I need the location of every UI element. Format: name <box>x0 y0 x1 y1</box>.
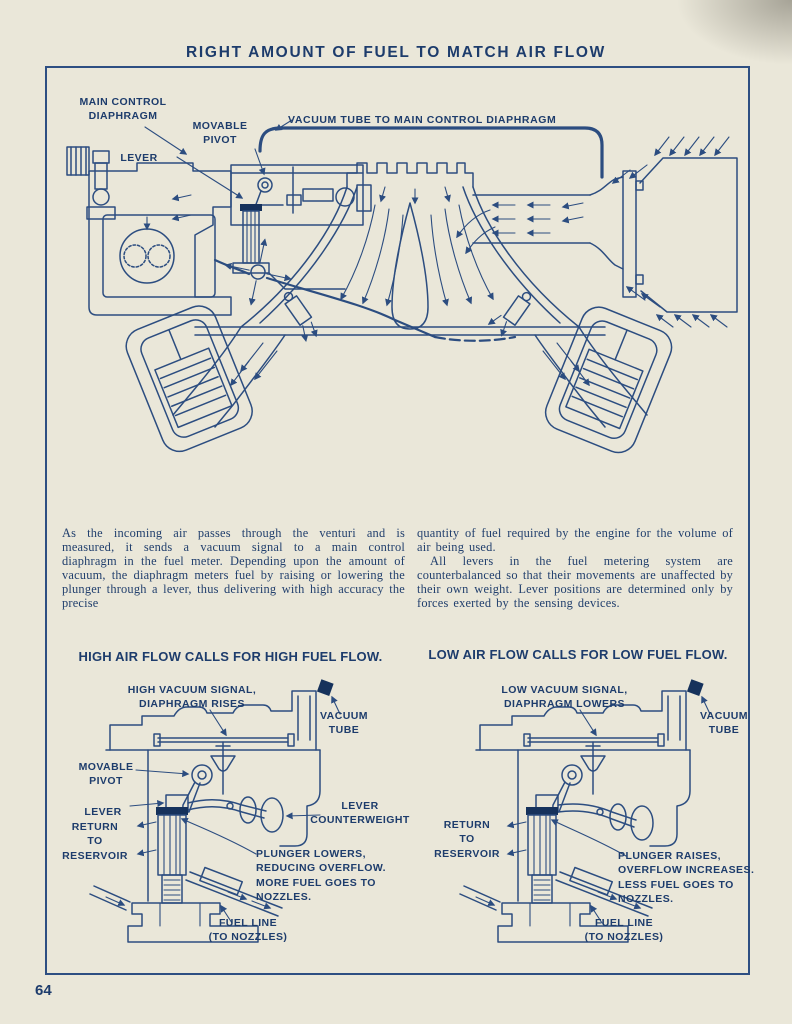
page-title: RIGHT AMOUNT OF FUEL TO MATCH AIR FLOW <box>186 44 606 61</box>
main-diagram-drawing <box>66 119 738 454</box>
label-plunger-action: PLUNGER RAISES, OVERFLOW INCREASES. LESS… <box>618 850 755 906</box>
content-frame-border <box>45 66 750 975</box>
high-flow-heading: HIGH AIR FLOW CALLS FOR HIGH FUEL FLOW. <box>78 649 383 664</box>
page-curl-shadow <box>612 0 792 120</box>
fuel-meter-section-view <box>459 679 704 943</box>
label-leader-arrows <box>550 695 711 924</box>
fuel-supply-line <box>213 258 251 276</box>
fuel-line-to-manifold <box>265 276 437 339</box>
label-fuel-line: FUEL LINE (TO NOZZLES) <box>208 917 288 944</box>
manifold-runners <box>172 326 648 428</box>
intake-duct <box>472 170 644 298</box>
label-lever-counterweight: LEVER COUNTERWEIGHT <box>310 800 410 827</box>
vacuum-tube-line <box>258 126 604 179</box>
label-vacuum-tube: VACUUM TUBE <box>319 710 368 737</box>
page-number: 64 <box>35 982 52 999</box>
label-return-to-reservoir: RETURN TO RESERVOIR <box>62 821 128 862</box>
label-low-vacuum-signal: LOW VACUUM SIGNAL, DIAPHRAGM LOWERS <box>501 684 628 711</box>
label-leader-arrows <box>129 695 341 924</box>
injector-nozzle-right <box>487 291 532 337</box>
airflow-arrows <box>230 186 590 387</box>
label-high-vacuum-signal: HIGH VACUUM SIGNAL, DIAPHRAGM RISES <box>127 684 257 711</box>
venturi-assembly <box>194 162 606 336</box>
fuel-line-dashed <box>433 335 517 342</box>
body-text-left-column: As the incoming air passes through the v… <box>62 526 405 610</box>
paragraph: As the incoming air passes through the v… <box>62 526 405 610</box>
fuel-meter-section-view <box>89 679 334 943</box>
high-flow-diagram-drawing <box>89 679 341 943</box>
label-return-to-reservoir: RETURN TO RESERVOIR <box>434 819 500 860</box>
label-plunger-action: PLUNGER LOWERS, REDUCING OVERFLOW. MORE … <box>256 848 387 904</box>
label-fuel-line: FUEL LINE (TO NOZZLES) <box>584 917 664 944</box>
label-main-control-diaphragm: MAIN CONTROL DIAPHRAGM <box>79 96 167 123</box>
fuel-meter-top-section <box>230 164 372 290</box>
label-vacuum-tube: VACUUM TUBE <box>699 710 748 737</box>
injector-nozzle-left <box>283 291 318 343</box>
label-lever: LEVER <box>120 152 158 164</box>
air-entry-arrows-top <box>611 136 730 184</box>
fuel-meter-unit <box>66 146 232 316</box>
air-cleaner-inlet <box>611 136 738 328</box>
paragraph: quantity of fuel required by the engine … <box>417 526 733 554</box>
label-movable-pivot: MOVABLE PIVOT <box>78 761 134 788</box>
label-leader-arrows <box>144 119 293 199</box>
body-text-right-column: quantity of fuel required by the engine … <box>417 526 733 610</box>
paragraph: All levers in the fuel metering system a… <box>417 553 733 610</box>
label-lever: LEVER <box>84 806 122 818</box>
cylinder-head-right <box>544 306 673 454</box>
air-entry-arrows-bottom <box>625 286 728 328</box>
cylinder-head-left <box>125 305 253 453</box>
low-flow-heading: LOW AIR FLOW CALLS FOR LOW FUEL FLOW. <box>428 647 728 662</box>
low-flow-diagram-drawing <box>459 679 711 943</box>
label-movable-pivot: MOVABLE PIVOT <box>192 120 248 147</box>
label-vacuum-tube-to-diaphragm: VACUUM TUBE TO MAIN CONTROL DIAPHRAGM <box>288 114 557 126</box>
